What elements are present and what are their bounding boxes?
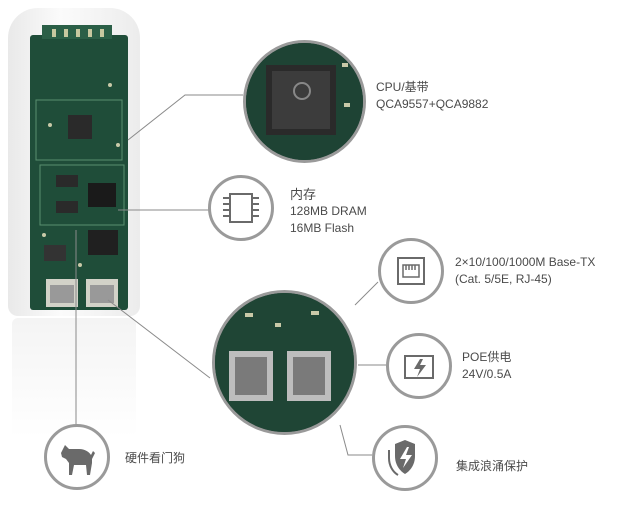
watchdog-icon-circle: [44, 424, 110, 490]
cpu-detail: QCA9557+QCA9882: [376, 97, 489, 111]
poe-label: POE供电 24V/0.5A: [462, 349, 511, 383]
surge-label: 集成浪涌保护: [456, 458, 528, 475]
cpu-title: CPU/基带: [376, 80, 429, 94]
watchdog-dog-icon: [61, 445, 95, 475]
poe-detail: 24V/0.5A: [462, 367, 512, 381]
memory-chip-icon: [223, 193, 259, 223]
ethernet-icon-circle: [378, 238, 444, 304]
poe-title: POE供电: [462, 350, 512, 364]
memory-title: 内存: [290, 187, 317, 202]
device-base: [12, 318, 136, 438]
memory-label: 内存 128MB DRAM 16MB Flash: [290, 186, 367, 237]
surge-title: 集成浪涌保护: [456, 459, 529, 473]
ethernet-port-icon: [397, 257, 425, 285]
cpu-label: CPU/基带 QCA9557+QCA9882: [376, 79, 488, 113]
memory-line1: 128MB DRAM: [290, 204, 367, 218]
memory-icon-circle: [208, 175, 274, 241]
surge-icon-circle: [372, 425, 438, 491]
pcb-board-image: [30, 25, 128, 310]
ethernet-label: 2×10/100/1000M Base-TX (Cat. 5/5E, RJ-45…: [455, 254, 595, 288]
ethernet-line2: (Cat. 5/5E, RJ-45): [455, 272, 552, 286]
poe-icon-circle: [386, 333, 452, 399]
ports-closeup-photo: [212, 290, 357, 435]
surge-shield-icon: [388, 440, 415, 476]
memory-line2: 16MB Flash: [290, 221, 355, 235]
watchdog-label: 硬件看门狗: [125, 450, 185, 467]
poe-power-port-icon: [404, 355, 434, 379]
watchdog-title: 硬件看门狗: [125, 451, 186, 465]
ethernet-line1: 2×10/100/1000M Base-TX: [455, 255, 596, 269]
cpu-closeup-photo: [243, 40, 366, 163]
